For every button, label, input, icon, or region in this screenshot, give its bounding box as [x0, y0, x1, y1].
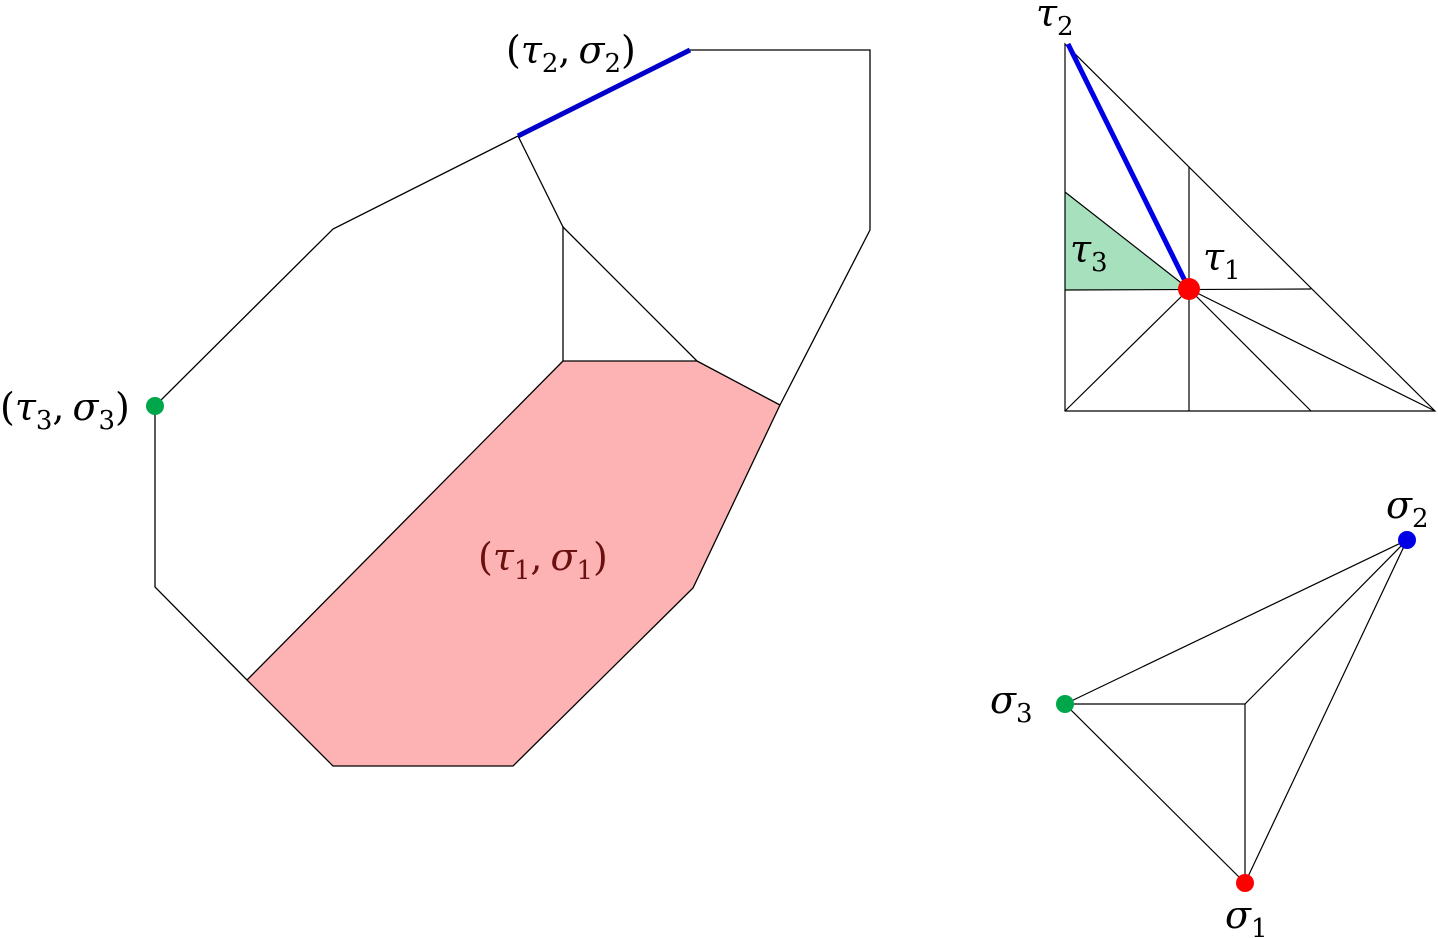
blue-vertex-sigma2: [1398, 531, 1416, 549]
label-sigma1: σ1: [1225, 893, 1268, 938]
inner-triangle: [562, 225, 699, 362]
tau-edge-green-top: [1064, 191, 1190, 290]
label-tau1-sigma1: (τ1,σ1): [478, 535, 608, 586]
green-vertex-tau3-sigma3: [146, 397, 164, 415]
sigma-edge-2: [1244, 539, 1408, 705]
tau-fan-3: [1188, 288, 1436, 412]
blue-edge-tau2-sigma2: [516, 47, 692, 139]
blue-edge-tau2-tau1: [1065, 42, 1192, 291]
inner-edge-diagonal: [246, 360, 564, 681]
outer-boundary: [154, 49, 871, 767]
sigma-triangle: [1056, 531, 1416, 892]
sigma-triangle-outline: [1063, 538, 1409, 885]
tau-triangle: [1064, 42, 1437, 412]
inner-edge-right: [696, 360, 781, 406]
label-tau1: τ1: [1203, 235, 1241, 286]
tau-triangle-outline: [1064, 42, 1437, 412]
red-vertex-tau1: [1178, 278, 1200, 300]
left-polytope: [146, 47, 871, 767]
tau-fan-1: [1064, 288, 1190, 412]
label-sigma2: σ2: [1386, 483, 1429, 534]
pink-region-tau1-sigma1: [247, 361, 780, 766]
inner-edge-top: [517, 135, 564, 228]
label-tau3: τ3: [1070, 227, 1108, 278]
label-tau3-sigma3: (τ3,σ3): [0, 385, 130, 436]
label-sigma3: σ3: [990, 678, 1033, 729]
tau-fan-2: [1188, 288, 1312, 412]
red-vertex-sigma1: [1236, 874, 1254, 892]
label-tau2-sigma2: (τ2,σ2): [506, 28, 636, 79]
green-vertex-sigma3: [1056, 695, 1074, 713]
label-tau2: τ2: [1036, 0, 1074, 42]
